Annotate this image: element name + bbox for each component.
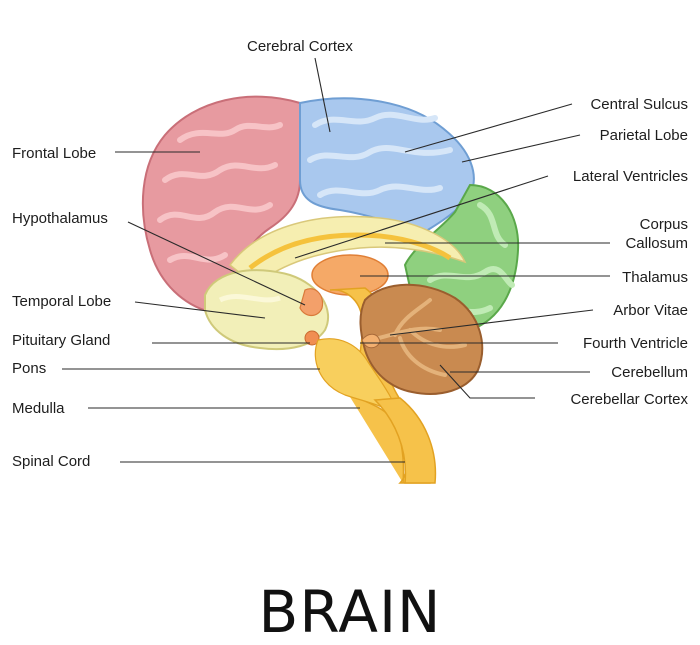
label-thalamus: Thalamus (622, 269, 688, 286)
label-arbor-vitae: Arbor Vitae (613, 302, 688, 319)
label-temporal-lobe: Temporal Lobe (12, 293, 111, 310)
label-spinal-cord: Spinal Cord (12, 453, 90, 470)
leader-lines (62, 57, 610, 463)
label-hypothalamus: Hypothalamus (12, 210, 108, 227)
label-central-sulcus: Central Sulcus (590, 96, 688, 113)
label-cerebellar-cortex: Cerebellar Cortex (570, 391, 688, 408)
temporal-gyrus (218, 294, 281, 303)
pituitary-gland-region (304, 330, 320, 346)
parietal-gyri (307, 111, 453, 198)
diagram-title: BRAIN (259, 578, 442, 645)
temporal-lobe-region (204, 269, 330, 351)
label-callosum: Callosum (625, 235, 688, 252)
label-cerebellum: Cerebellum (611, 364, 688, 381)
lateral-ventricle-shape (248, 232, 452, 270)
frontal-gyri (157, 122, 283, 263)
corpus-callosum-region (228, 215, 467, 286)
label-frontal-lobe: Frontal Lobe (12, 145, 96, 162)
label-fourth-ventricle: Fourth Ventricle (583, 335, 688, 352)
fourth-ventricle-region (361, 333, 381, 349)
spinal-cord-region (373, 397, 437, 484)
label-pons: Pons (12, 360, 46, 377)
label-lateral-ventricles: Lateral Ventricles (573, 168, 688, 185)
label-parietal-lobe: Parietal Lobe (600, 127, 688, 144)
hypothalamus-region (299, 288, 324, 317)
label-cerebral-cortex: Cerebral Cortex (247, 38, 353, 55)
label-medulla: Medulla (12, 400, 65, 417)
label-pituitary-gland: Pituitary Gland (12, 332, 110, 349)
label-corpus: Corpus (640, 216, 688, 233)
